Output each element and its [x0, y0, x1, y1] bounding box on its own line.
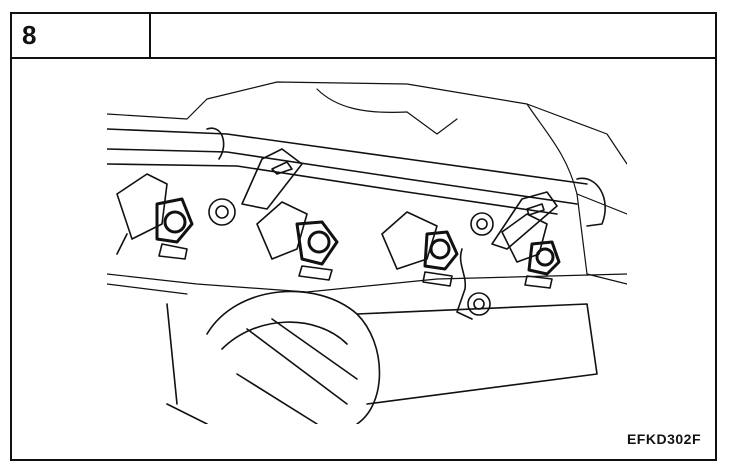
- fuel-rail: [107, 128, 605, 226]
- figure-code: EFKD302F: [626, 431, 701, 447]
- injector-4: [502, 214, 559, 288]
- injector-2: [257, 202, 337, 280]
- header-row: 8: [12, 14, 715, 59]
- injector-1: [117, 174, 192, 259]
- rail-bolts: [209, 199, 493, 315]
- intake-pipe: [167, 291, 597, 424]
- injector-3: [382, 212, 457, 286]
- procedure-frame: 8: [10, 12, 717, 461]
- step-cell: 8: [12, 14, 151, 57]
- step-title: [151, 14, 715, 57]
- fuel-rail-injector-illustration: [107, 74, 627, 424]
- rail-brackets: [242, 149, 557, 319]
- step-number: 8: [22, 20, 37, 50]
